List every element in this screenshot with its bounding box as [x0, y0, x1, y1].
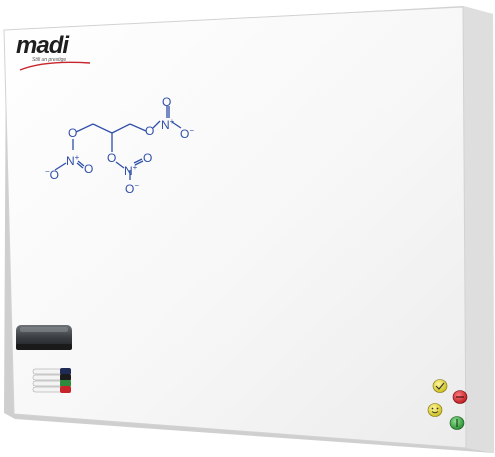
- left-nitrogen: N+: [66, 153, 80, 168]
- board-surface: [3, 6, 467, 449]
- center-double-oxygen: O: [143, 151, 153, 165]
- top-single-oxygen: O−: [180, 126, 195, 141]
- logo-tagline: Still un prestige: [32, 57, 67, 63]
- left-single-oxygen: −O: [45, 167, 60, 182]
- center-single-oxygen: O−: [125, 181, 140, 196]
- logo-text: madi: [16, 32, 69, 59]
- blue-marker-icon: [32, 368, 71, 375]
- yellow-magnet-icon: [432, 379, 448, 393]
- molecule-bonds: [54, 106, 182, 180]
- green-magnet-icon: [449, 416, 465, 430]
- red-marker-icon: [32, 386, 71, 393]
- markers-set: [32, 368, 71, 393]
- center-ester-oxygen: O: [107, 151, 117, 165]
- center-nitrogen: N+: [124, 163, 138, 178]
- left-ester-oxygen: O: [68, 126, 78, 140]
- red-magnet-icon: [452, 390, 468, 404]
- black-marker-icon: [32, 374, 71, 381]
- eraser-icon: [16, 325, 72, 350]
- logo-swoosh: [19, 61, 91, 71]
- yellow-magnet-smiley-icon: [427, 403, 443, 417]
- brand-logo: madi Still un prestige: [16, 34, 106, 70]
- top-nitrogen: N+: [161, 117, 175, 132]
- left-double-oxygen: O: [84, 162, 94, 176]
- board-edge: [463, 6, 494, 453]
- magnets-set: [427, 379, 468, 430]
- green-marker-icon: [32, 380, 71, 387]
- top-ester-oxygen: O: [145, 124, 155, 138]
- top-double-oxygen: O: [162, 95, 172, 109]
